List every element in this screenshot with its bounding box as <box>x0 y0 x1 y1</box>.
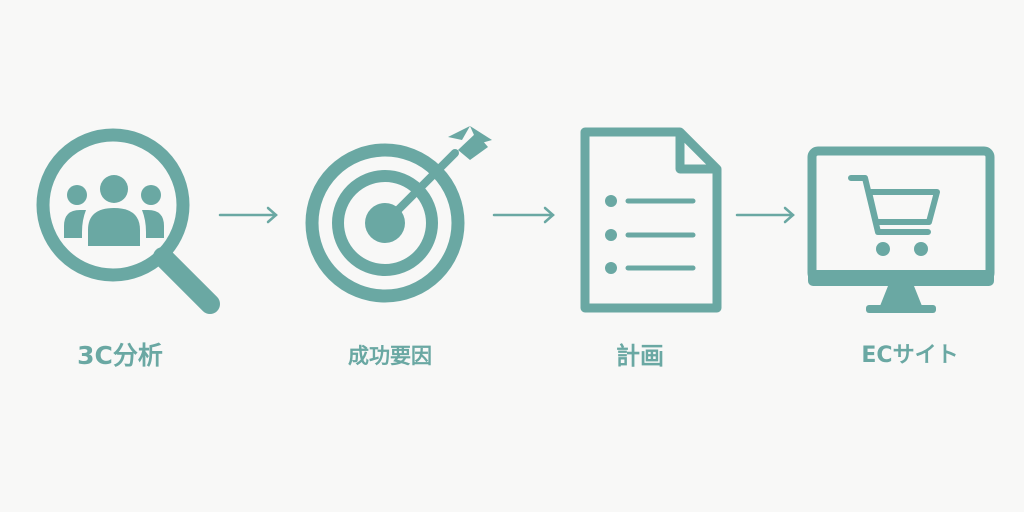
step-label-ec-site: ECサイト <box>861 343 959 368</box>
monitor-cart-icon <box>807 146 995 313</box>
step-label-plan: 計画 <box>616 342 664 370</box>
document-list-icon <box>580 127 722 313</box>
target-arrow-icon <box>305 126 492 303</box>
arrow-right-icon <box>492 206 555 224</box>
magnifier-people-icon <box>36 128 220 314</box>
step-label-3c-analysis: 3C分析 <box>77 341 163 370</box>
arrow-right-icon <box>735 206 795 224</box>
arrow-right-icon <box>218 206 278 224</box>
step-label-success-factors: 成功要因 <box>348 344 432 368</box>
